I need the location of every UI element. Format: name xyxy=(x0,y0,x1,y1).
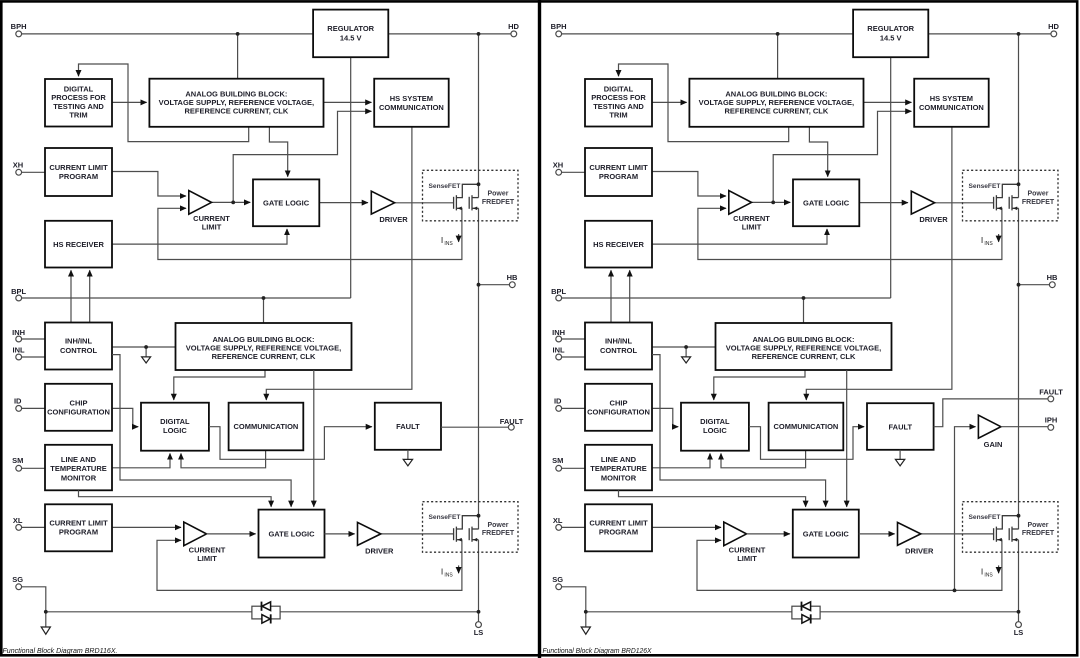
svg-text:GATE LOGIC: GATE LOGIC xyxy=(803,530,850,539)
svg-text:FAULT: FAULT xyxy=(1039,387,1063,396)
svg-text:FAULT: FAULT xyxy=(396,422,420,431)
svg-text:Functional Block Diagram BRD11: Functional Block Diagram BRD116X. xyxy=(3,646,118,655)
svg-text:FAULT: FAULT xyxy=(888,422,912,431)
svg-text:GATE LOGIC: GATE LOGIC xyxy=(268,530,315,539)
svg-text:GAIN: GAIN xyxy=(984,440,1003,449)
svg-text:IPH: IPH xyxy=(1045,415,1058,424)
svg-text:FAULT: FAULT xyxy=(500,417,524,426)
svg-text:Functional Block Diagram BRD12: Functional Block Diagram BRD126X xyxy=(543,646,653,655)
